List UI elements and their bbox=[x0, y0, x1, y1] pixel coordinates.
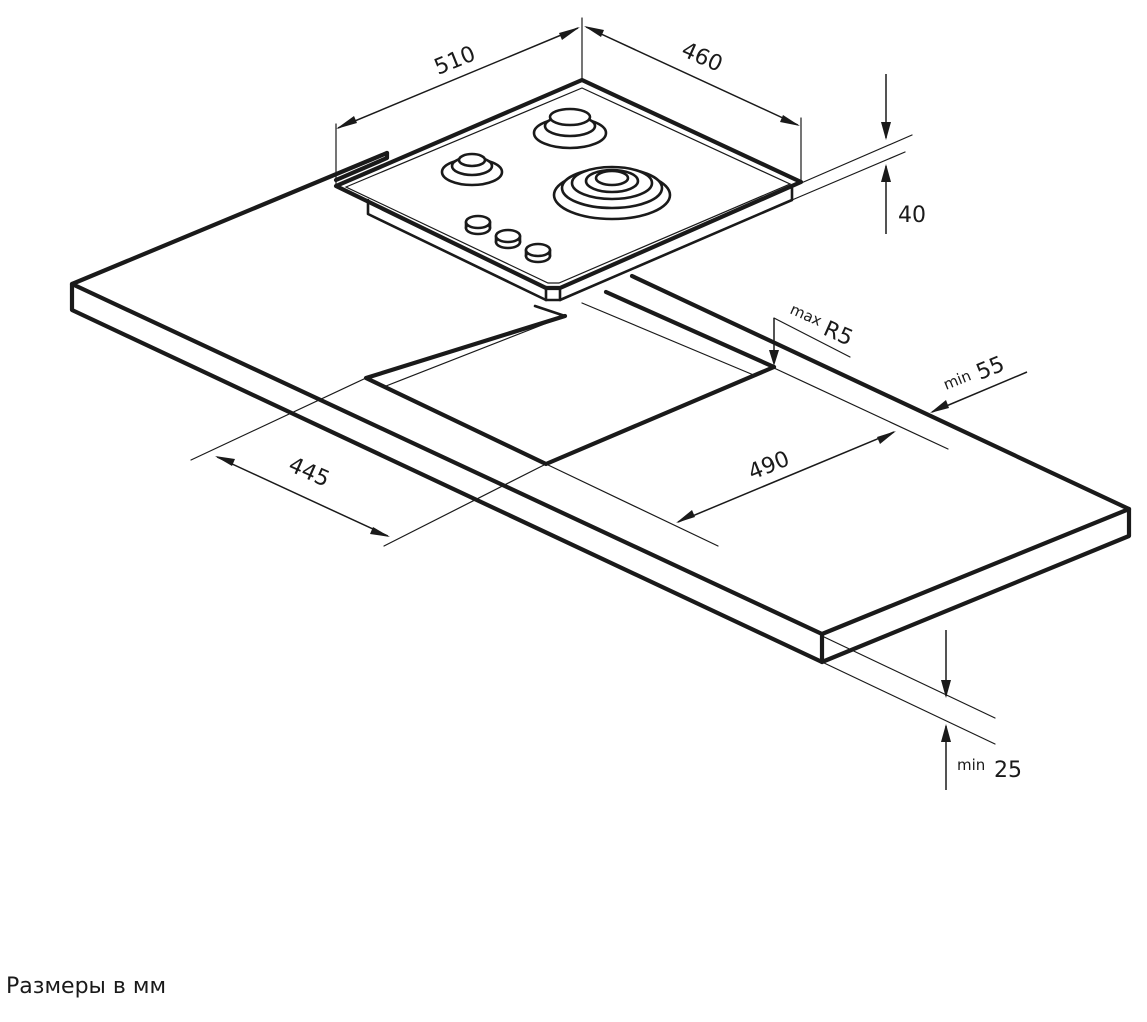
dimension-cutout-depth: 445 bbox=[190, 377, 547, 547]
dimension-worktop-thickness: min 25 bbox=[821, 630, 1022, 790]
control-knobs bbox=[464, 214, 552, 264]
burner-medium bbox=[532, 107, 608, 150]
edge-distance-prefix: min bbox=[941, 366, 974, 393]
worktop-thickness-prefix: min bbox=[957, 756, 985, 774]
dimension-hob-height: 40 bbox=[791, 74, 926, 234]
dimension-hob-depth: 460 bbox=[584, 26, 802, 181]
hob-depth-label: 460 bbox=[678, 38, 727, 78]
cutout-opening bbox=[363, 289, 777, 467]
corner-radius-prefix: max bbox=[787, 300, 824, 330]
burner-small bbox=[440, 152, 504, 187]
edge-distance-label: 55 bbox=[973, 352, 1008, 386]
dimension-corner-radius: max R5 bbox=[769, 300, 856, 366]
corner-radius-label: R5 bbox=[820, 317, 857, 352]
worktop bbox=[69, 150, 1132, 665]
cutout-depth-label: 445 bbox=[285, 453, 334, 493]
units-note: Размеры в мм bbox=[6, 974, 167, 999]
worktop-thickness-label: 25 bbox=[994, 758, 1022, 783]
gas-hob bbox=[333, 77, 804, 302]
cutout-width-label: 490 bbox=[745, 447, 793, 486]
hob-width-label: 510 bbox=[431, 42, 479, 81]
hob-height-label: 40 bbox=[898, 203, 926, 228]
burner-wok bbox=[552, 165, 672, 221]
